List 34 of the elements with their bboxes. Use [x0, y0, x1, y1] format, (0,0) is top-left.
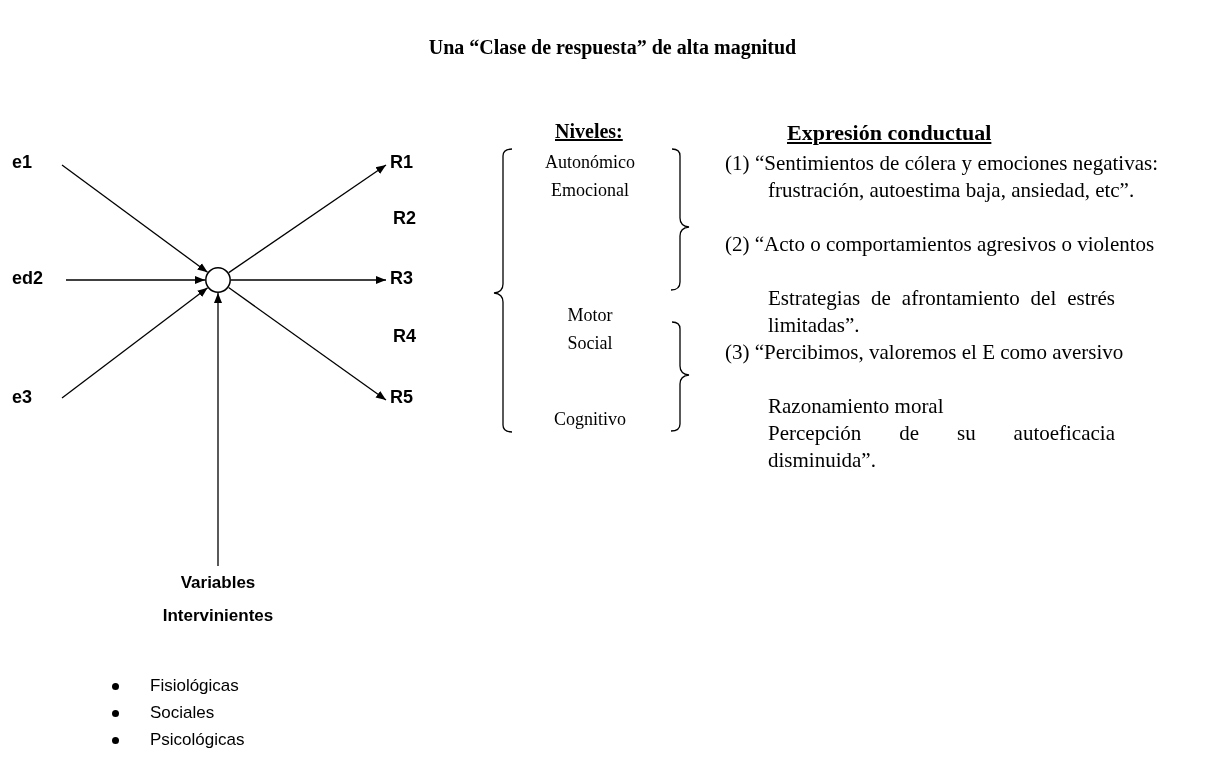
organism-circle [205, 267, 231, 293]
section-heading: Expresión conductual [787, 120, 992, 146]
level-label: Social [566, 333, 614, 354]
arrow [227, 286, 387, 401]
section-heading: Niveles: [555, 120, 623, 143]
arrow [61, 164, 209, 273]
variables-heading: Variables Intervinientes [138, 566, 298, 632]
numbered-item: (2) “Acto o comportamientos agresivos o violentos [725, 231, 1156, 258]
arrow [230, 276, 387, 284]
response-label: R1 [390, 152, 426, 173]
response-label: R3 [390, 268, 426, 289]
arrow [228, 164, 387, 274]
item-line: Percepción de su autoeficacia disminuida”. [768, 420, 1115, 474]
level-label: Motor [566, 305, 614, 326]
response-label: R5 [390, 387, 426, 408]
response-label: R2 [393, 208, 416, 229]
arrow [61, 287, 209, 399]
level-label: Emocional [550, 180, 630, 201]
bullet-item: Psicológicas [150, 730, 245, 750]
bullet-item: Sociales [150, 703, 215, 723]
stimulus-label: ed2 [12, 268, 64, 289]
title: Una “Clase de respuesta” de alta magnitud [427, 36, 798, 59]
numbered-item: (1) “Sentimientos de cólera y emociones negativas: frustración, autoestima baja, ansiedad, etc”. [725, 150, 1158, 204]
item-line: Razonamiento moral [768, 393, 945, 420]
stimulus-label: e3 [12, 387, 60, 408]
arrow [65, 276, 206, 284]
bullet-item: Fisiológicas [150, 676, 239, 696]
stimulus-label: e1 [12, 152, 60, 173]
response-label: R4 [393, 326, 416, 347]
item-line: Estrategias de afrontamiento del estrés limitadas”. [768, 285, 1115, 339]
numbered-item: (3) “Percibimos, valoremos el E como aversivo [725, 339, 1125, 366]
level-label: Autonómico [544, 152, 636, 173]
level-label: Cognitivo [553, 409, 627, 430]
arrow [214, 292, 222, 567]
